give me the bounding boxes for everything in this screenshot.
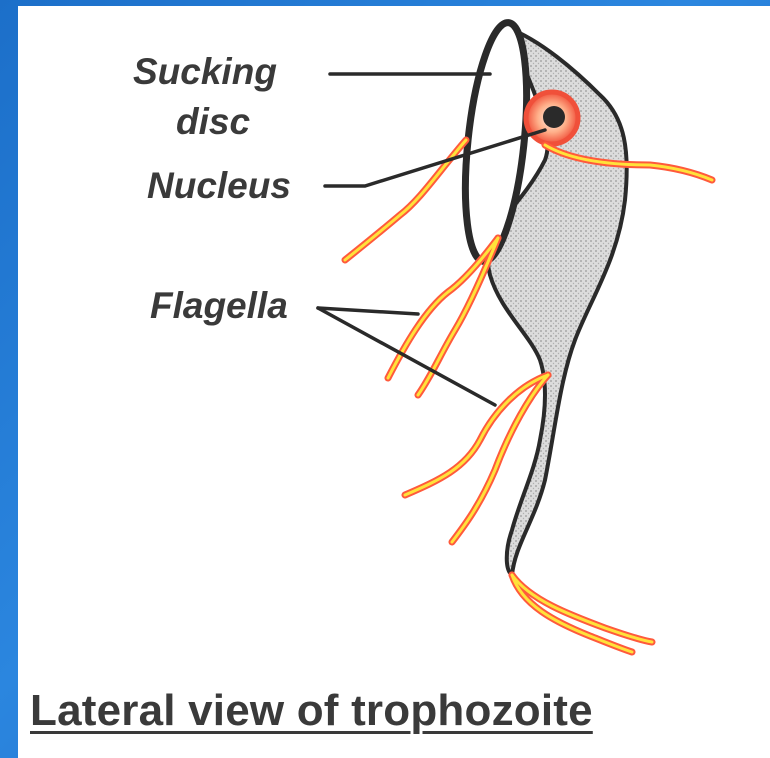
sucking-disc-label-line1: Sucking <box>133 51 277 92</box>
diagram-caption: Lateral view of trophozoite <box>30 686 770 736</box>
nucleus-label: Nucleus <box>147 165 291 206</box>
flagella-label: Flagella <box>150 285 288 326</box>
flagella-leader-upper <box>318 308 418 314</box>
sucking-disc-label-line2: disc <box>176 101 250 142</box>
nucleus <box>526 92 578 144</box>
flagella-leader-lower <box>318 308 495 405</box>
